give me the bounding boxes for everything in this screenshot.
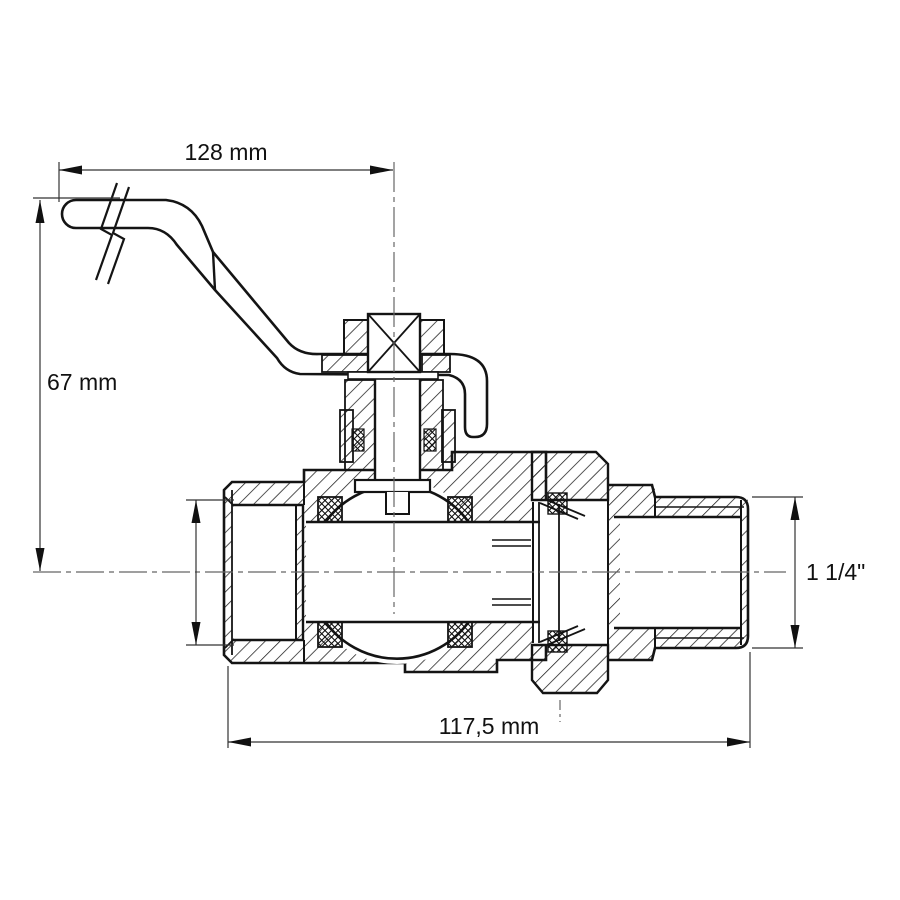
ball-seats [317,496,473,648]
gland-flat-left [343,319,369,355]
arrow-bottom [191,622,201,645]
arrow-left [59,165,82,175]
handle-plate-section-left [321,354,369,373]
handle-bend-crease [211,251,217,291]
dimension-bottom-length: 117,5 mm [227,652,751,748]
tailpiece-thread-lines [492,539,531,606]
dimension-top-width: 128 mm [58,139,393,202]
union-nut-bottom-tab [530,643,610,695]
handle-lever [60,198,489,439]
arrow-top [790,497,800,520]
union-seal-bottom [547,630,568,653]
dimension-left-height: 67 mm [33,197,120,571]
seat-top-left [317,496,343,523]
union-nut-top-tab [530,450,610,502]
dimension-label-bottom: 117,5 mm [439,713,540,739]
dimension-port-bore [186,499,234,646]
neck-right [419,379,444,471]
handle-plate-section-right [421,354,451,373]
arrow-top [191,500,201,523]
seat-bottom-left [317,621,343,648]
arrow-right [727,737,750,747]
handle-break-symbol [94,182,131,285]
gland-flat-right [419,319,445,355]
neck-collar-left [339,409,354,463]
stem-assembly [339,378,456,515]
arrow-right [370,165,393,175]
arrow-left [228,737,251,747]
stem-shaft [375,378,420,480]
dimension-label-left: 67 mm [47,369,117,395]
neck-collar-right [441,409,456,463]
dimension-right-thread: 1 1/4" [752,496,865,649]
dimension-label-right: 1 1/4" [806,559,865,585]
seat-bottom-right [447,621,473,648]
stem-collar [353,478,432,494]
stem-tang [385,492,410,515]
union-seal-top [547,492,568,515]
arrow-bottom [35,548,45,571]
stem-oring-right [423,428,437,452]
arrow-bottom [790,625,800,648]
seat-top-right [447,496,473,523]
arrow-top [35,200,45,223]
stem-oring-left [351,428,365,452]
centerlines [33,162,786,722]
union-nut [530,450,610,695]
left-port-lines [224,482,305,663]
dimension-label-top: 128 mm [184,139,267,165]
